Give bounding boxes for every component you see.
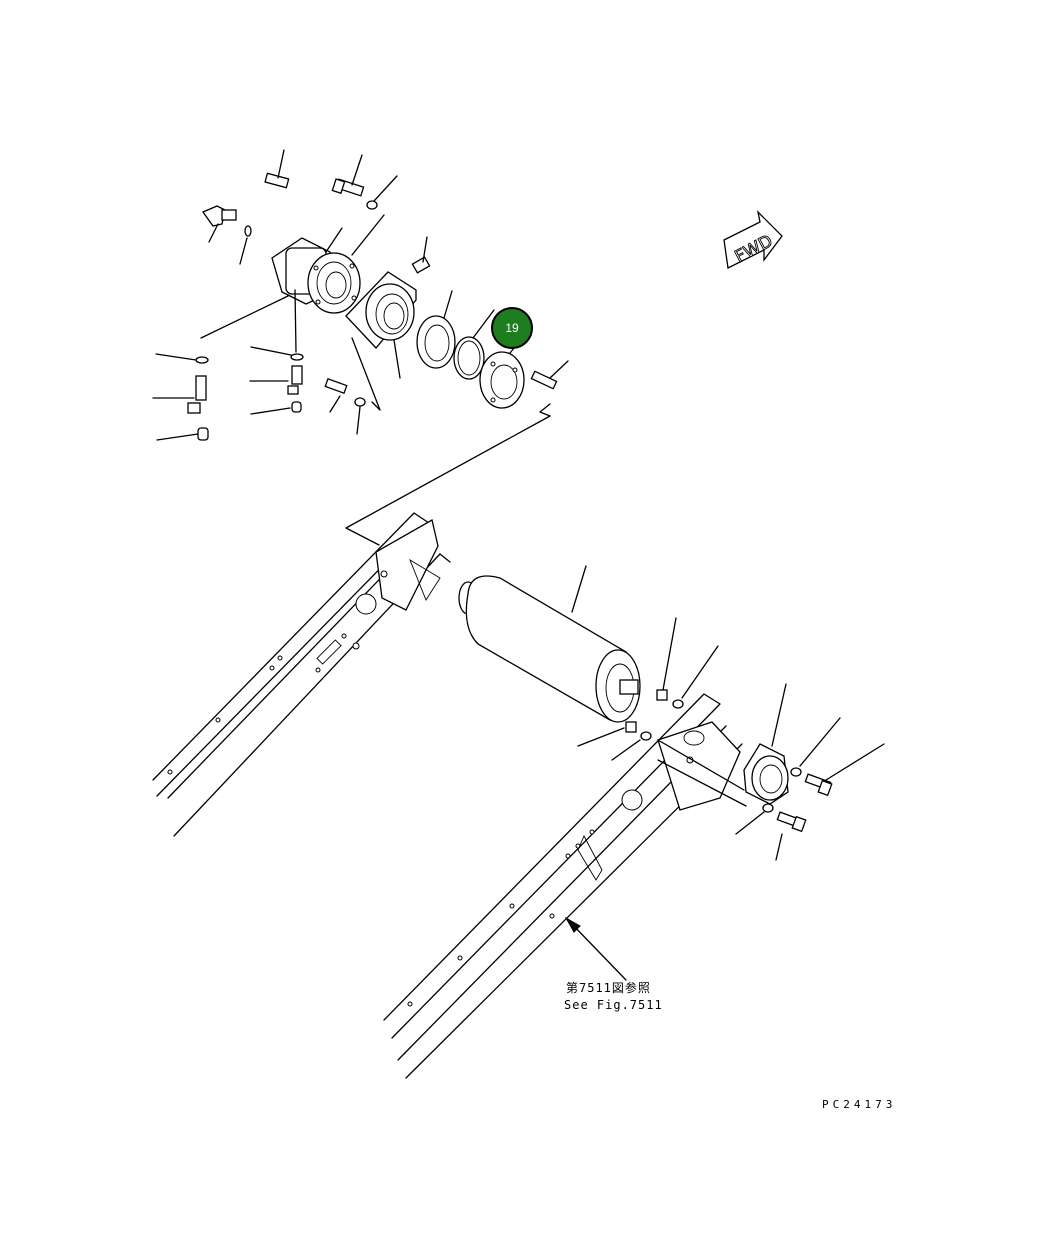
callout-19[interactable]: 19 [491, 307, 533, 349]
housing-bolt-part [324, 337, 381, 435]
track-frame-right [383, 693, 747, 1079]
hydraulic-motor [271, 214, 385, 314]
detail-leader [345, 403, 551, 546]
elbow-fitting-part [202, 205, 237, 243]
pin-part [264, 149, 290, 189]
top-bolt-part [331, 154, 398, 210]
reference-jp: 第7511図参照 [566, 980, 651, 995]
reference-en: See Fig.7511 [564, 998, 663, 1012]
drawing-code: PC24173 [822, 1098, 896, 1111]
reference-arrow-icon [564, 916, 627, 981]
callout-19-label: 19 [505, 321, 519, 335]
fwd-arrow-icon: FWD [723, 210, 783, 269]
bearing-block [735, 683, 885, 861]
housing-plate [345, 271, 417, 379]
motor-assembly [152, 149, 569, 546]
fittings-group [152, 289, 304, 441]
grease-fitting-part [411, 236, 431, 274]
track-frame-left [152, 512, 451, 837]
o-ring-part [239, 225, 252, 265]
seal-part [416, 290, 456, 369]
cover-bolt-part [530, 360, 569, 390]
o-ring-large-part [453, 309, 495, 380]
axle-hardware [577, 617, 719, 761]
idler-roller [458, 565, 641, 723]
